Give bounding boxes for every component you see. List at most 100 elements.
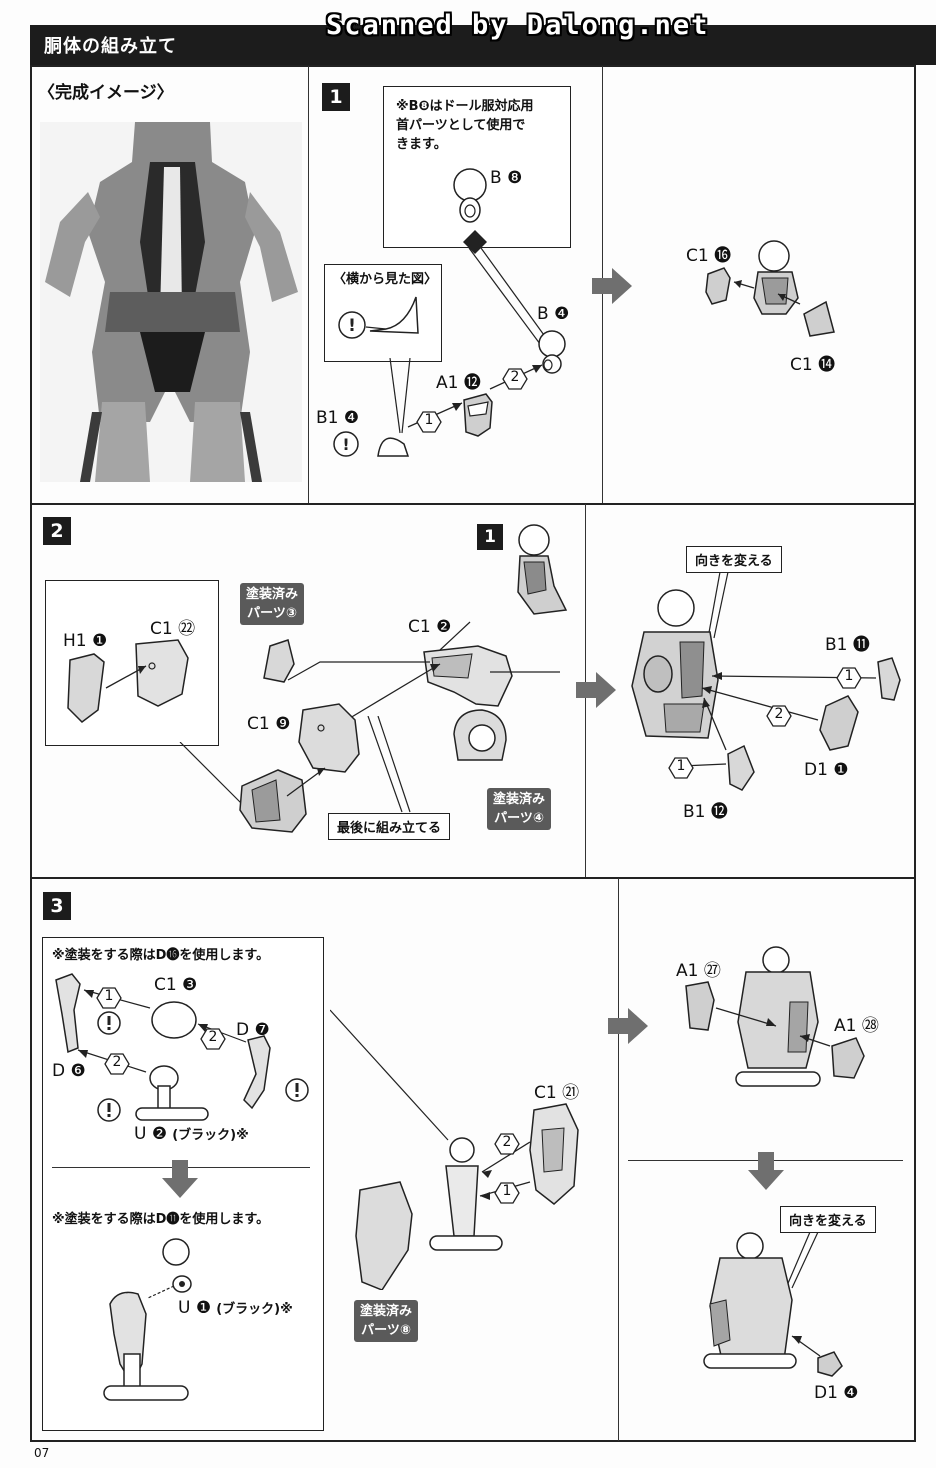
painted-4-line-2: パーツ④ — [494, 811, 544, 826]
b8-note-text: ※B❽はドール服対応用 首パーツとして使用で きます。 — [396, 97, 534, 154]
divider-completed-step1 — [308, 66, 309, 504]
svg-text:!: ! — [342, 435, 349, 454]
order-label-2-step3-inset-a: 2 — [208, 1029, 218, 1045]
a1-12-part-drawing — [463, 393, 493, 437]
step2-lines-to-c1-2 — [287, 621, 560, 719]
part-label-d1-1: D1 ❶ — [804, 760, 849, 780]
side-view-pointer — [389, 358, 411, 434]
painted-8-line-2: パーツ⑧ — [361, 1323, 411, 1338]
part-label-b8: B ❽ — [490, 168, 523, 188]
part-label-a1-28: A1 ㉘ — [834, 1016, 879, 1036]
step2-shell-arrow — [286, 767, 326, 797]
turn-around-callout-step2: 向きを変える — [686, 546, 782, 573]
part-label-d6: D ❻ — [52, 1061, 86, 1081]
b8-note-line-1: ※B❽はドール服対応用 — [396, 99, 534, 114]
step3-right-top-drawing — [685, 946, 865, 1087]
h1-c1-inset-drawing — [67, 639, 189, 723]
turn-around-pointer-step3 — [785, 1232, 819, 1289]
completed-image-label: 〈完成イメージ〉 — [38, 83, 174, 103]
order-marker-2-step3-inset-a — [200, 1028, 226, 1050]
painted-3-line-1: 塗装済み — [246, 587, 299, 602]
order-label-2-step3-inset-b: 2 — [112, 1054, 122, 1070]
order-marker-2-step3-inset-b — [104, 1053, 130, 1075]
order-marker-1-step1 — [416, 411, 442, 433]
part-label-c1-16: C1 ⓰ — [686, 246, 732, 266]
part-label-u1: U ❶ — [178, 1298, 212, 1318]
step2-result-parts — [681, 657, 901, 791]
order-marker-1-step2-bottom — [668, 757, 694, 779]
painted-part-8-badge: 塗装済み パーツ⑧ — [354, 1300, 419, 1342]
panel-row-3 — [30, 877, 916, 1442]
part-label-u2: U ❷ — [134, 1124, 168, 1144]
painted-part-3-badge: 塗装済み パーツ③ — [240, 583, 305, 625]
order-label-1-step2-bottom: 1 — [676, 758, 686, 774]
note-pointer — [463, 230, 550, 349]
order-marker-1-step3-center — [494, 1182, 520, 1204]
painted-part-4-badge: 塗装済み パーツ④ — [487, 788, 552, 830]
part-label-c1-22: C1 ㉒ — [150, 619, 196, 639]
part-label-c1-14: C1 ⓮ — [790, 355, 836, 375]
painted-8-line-1: 塗装済み — [360, 1304, 413, 1319]
part-label-c1-3: C1 ❸ — [154, 975, 198, 995]
b8-note-box — [383, 86, 571, 248]
next-arrow-step2 — [576, 672, 616, 708]
svg-text:!: ! — [348, 316, 356, 336]
part-label-a1-27: A1 ㉗ — [676, 961, 721, 981]
section-title: 胴体の組み立て — [44, 36, 177, 57]
caution-icon-3 — [97, 1098, 121, 1122]
u2-label-group: U ❷ (ブラック)※ — [134, 1124, 249, 1144]
caution-icon-2 — [285, 1078, 309, 1102]
b4-part-drawing — [538, 330, 566, 374]
scan-watermark: Scanned by Dalong.net — [326, 10, 710, 41]
c1-9-part-drawing — [298, 703, 360, 773]
page-number: 07 — [34, 1446, 50, 1460]
step2-result-drawing — [631, 589, 719, 739]
part-label-d7: D ❼ — [236, 1020, 270, 1040]
step3-lower-inset-drawing — [103, 1238, 192, 1401]
part-label-c1-21: C1 ㉑ — [534, 1083, 580, 1103]
order-label-1-step1: 1 — [424, 412, 434, 428]
side-view-box — [324, 264, 442, 362]
part-u1-color: (ブラック)※ — [216, 1302, 293, 1317]
b1-4-part-drawing: ! — [333, 431, 410, 457]
order-label-2-step1: 2 — [510, 369, 520, 385]
step2-shell-part-drawing — [239, 769, 307, 833]
painted-4-line-1: 塗装済み — [493, 792, 546, 807]
part-label-d1-4: D1 ❹ — [814, 1383, 859, 1403]
order-label-1-step2-top: 1 — [844, 668, 854, 684]
part-label-h1-1: H1 ❶ — [63, 631, 108, 651]
part-label-a1-12: A1 ⓬ — [436, 373, 481, 393]
step2-head-part-drawing — [517, 524, 568, 615]
step3-right-bottom-drawing — [703, 1232, 843, 1377]
order-marker-2-step2 — [766, 705, 792, 727]
note-d11: ※塗装をする際はD⓫を使用します。 — [52, 1212, 270, 1227]
step-2-substep-1-badge: 1 — [477, 524, 503, 550]
step-3-badge: 3 — [43, 892, 71, 920]
assemble-last-pointer — [367, 716, 411, 813]
next-arrow-step1 — [592, 268, 632, 304]
part-label-b1-12: B1 ⓬ — [683, 802, 728, 822]
down-arrow-step3-right — [748, 1152, 784, 1190]
part-label-b1-11: B1 ⓫ — [825, 635, 870, 655]
completed-figure-photo — [40, 122, 302, 482]
order-marker-1-step2-top — [836, 667, 862, 689]
order-label-2-step3-center: 2 — [502, 1134, 512, 1150]
step3-subassembly-drawing — [55, 973, 271, 1121]
step-1-badge: 1 — [322, 83, 350, 111]
down-arrow-step3-inset — [162, 1160, 198, 1198]
turn-around-pointer-step2 — [707, 572, 729, 639]
part-label-c1-9: C1 ❾ — [247, 714, 291, 734]
order-label-1-step3-inset: 1 — [104, 988, 114, 1004]
part-label-b4: B ❹ — [537, 304, 570, 324]
b8-part-drawing — [453, 168, 487, 223]
divider-step3 — [618, 878, 619, 1441]
b8-note-line-2: 首パーツとして使用で — [396, 118, 526, 133]
part-u2-color: (ブラック)※ — [172, 1128, 249, 1143]
order-label-2-step2: 2 — [774, 706, 784, 722]
order-marker-2-step1 — [502, 368, 528, 390]
part-label-b1-4: B1 ❹ — [316, 408, 360, 428]
inset-pointer — [179, 742, 251, 813]
section-header-bar — [30, 25, 936, 65]
painted-3-line-2: パーツ③ — [247, 606, 297, 621]
painted-part-4-drawing — [453, 709, 507, 761]
